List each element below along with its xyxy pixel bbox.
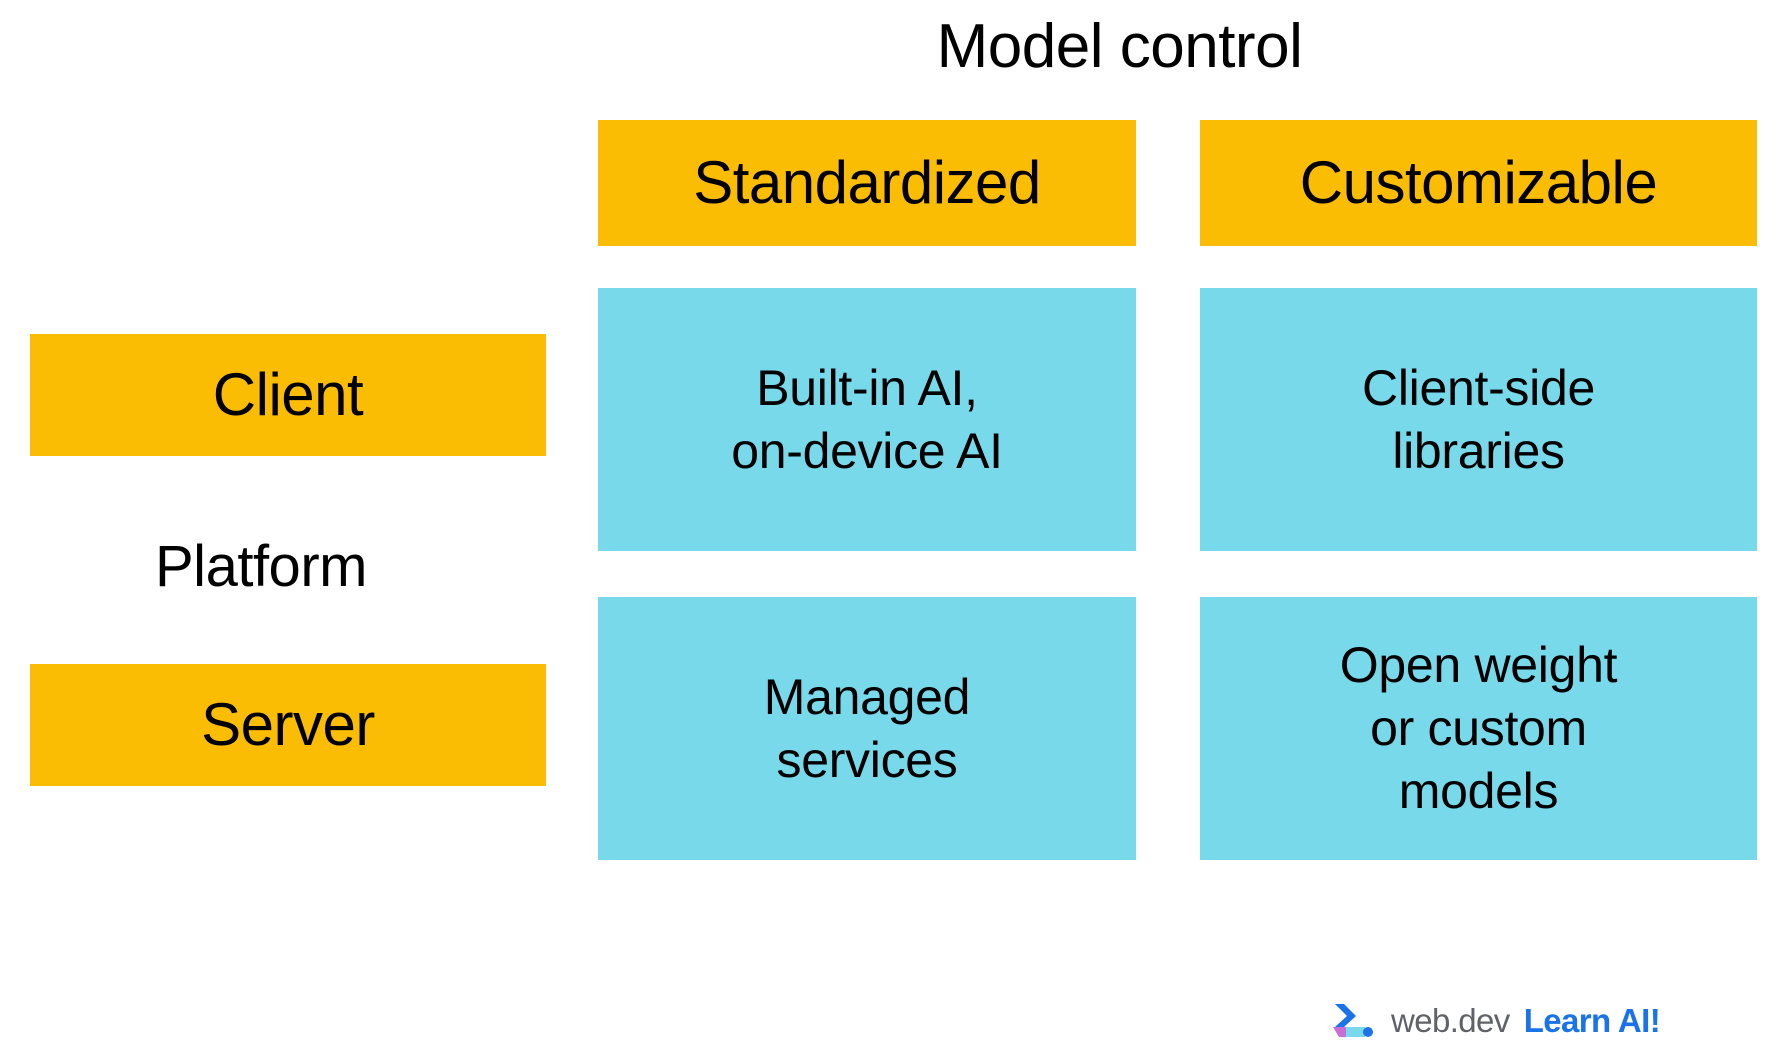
row-header-label: Server bbox=[201, 691, 375, 758]
page-title: Model control bbox=[0, 12, 1767, 82]
matrix-cell-line: Open weight bbox=[1339, 637, 1618, 693]
column-header-customizable: Customizable bbox=[1200, 120, 1757, 246]
matrix-cell-line: Managed bbox=[763, 668, 971, 725]
row-header-label: Client bbox=[212, 361, 364, 428]
column-header-label: Standardized bbox=[693, 149, 1041, 216]
matrix-cell-line: Client-side bbox=[1362, 359, 1595, 416]
matrix-cell-line: or custom bbox=[1370, 700, 1587, 756]
matrix-cell-line: libraries bbox=[1392, 422, 1565, 479]
row-header-server: Server bbox=[30, 664, 546, 786]
row-header-client: Client bbox=[30, 334, 546, 456]
webdev-logo-icon bbox=[1333, 1004, 1373, 1037]
column-header-label: Customizable bbox=[1299, 149, 1658, 216]
brand-tagline: Learn AI! bbox=[1523, 1002, 1661, 1039]
matrix-cell-line: Built-in AI, bbox=[756, 359, 978, 416]
matrix-cell-line: services bbox=[776, 731, 958, 788]
matrix-cell-client-standardized: Built-in AI, on-device AI bbox=[598, 288, 1136, 551]
matrix-cell-server-standardized: Managed services bbox=[598, 597, 1136, 860]
row-axis-label: Platform bbox=[155, 534, 367, 599]
brand-wordmark: web.dev bbox=[1391, 1002, 1510, 1039]
matrix-cell-line: models bbox=[1398, 763, 1559, 819]
column-header-standardized: Standardized bbox=[598, 120, 1136, 246]
page-title-text: Model control bbox=[936, 12, 1303, 81]
matrix-cell-line: on-device AI bbox=[731, 422, 1003, 479]
matrix-cell-server-customizable: Open weight or custom models bbox=[1200, 597, 1757, 860]
brand-lockup: web.dev Learn AI! bbox=[1331, 997, 1661, 1045]
matrix-cell-client-customizable: Client-side libraries bbox=[1200, 288, 1757, 551]
